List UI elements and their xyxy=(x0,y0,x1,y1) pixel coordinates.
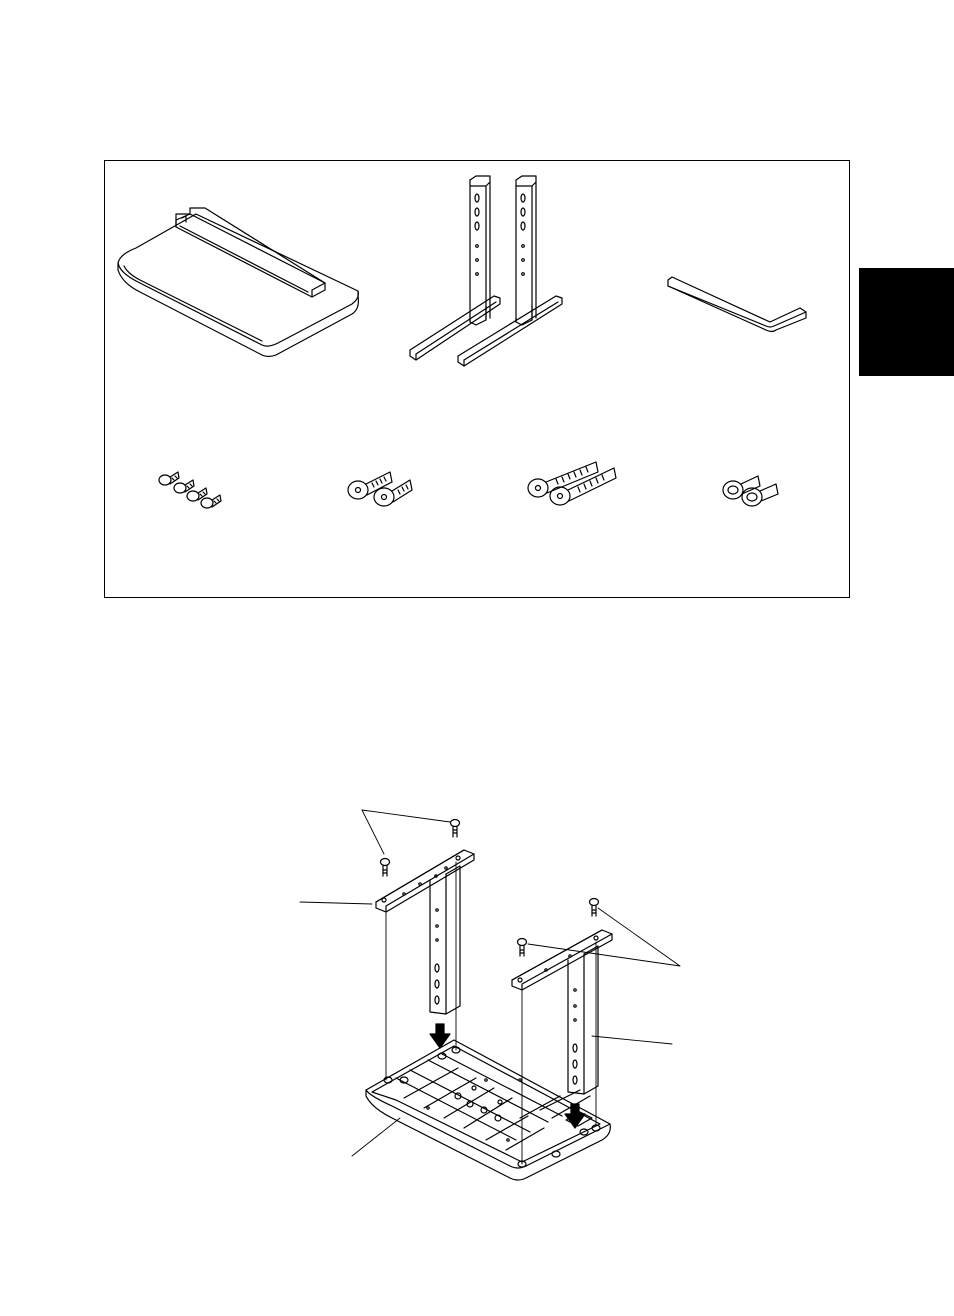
assembly-leg-left xyxy=(376,820,474,1081)
callout-base xyxy=(352,1118,400,1156)
callout-bracket xyxy=(300,902,372,904)
screws-washer-pair xyxy=(723,476,778,506)
screws-long-pair xyxy=(528,462,616,505)
stand-legs-pair xyxy=(410,176,562,366)
callout-leg xyxy=(592,1036,672,1044)
stand-base-panel xyxy=(118,208,358,357)
screws-small-set xyxy=(159,472,221,508)
callout-screws-left xyxy=(362,810,450,854)
hex-wrench xyxy=(668,277,806,332)
screws-medium-pair xyxy=(348,472,412,506)
callout-screws-right xyxy=(528,908,680,966)
assembly-leg-right xyxy=(512,899,612,1165)
callout-lines xyxy=(300,810,680,1156)
